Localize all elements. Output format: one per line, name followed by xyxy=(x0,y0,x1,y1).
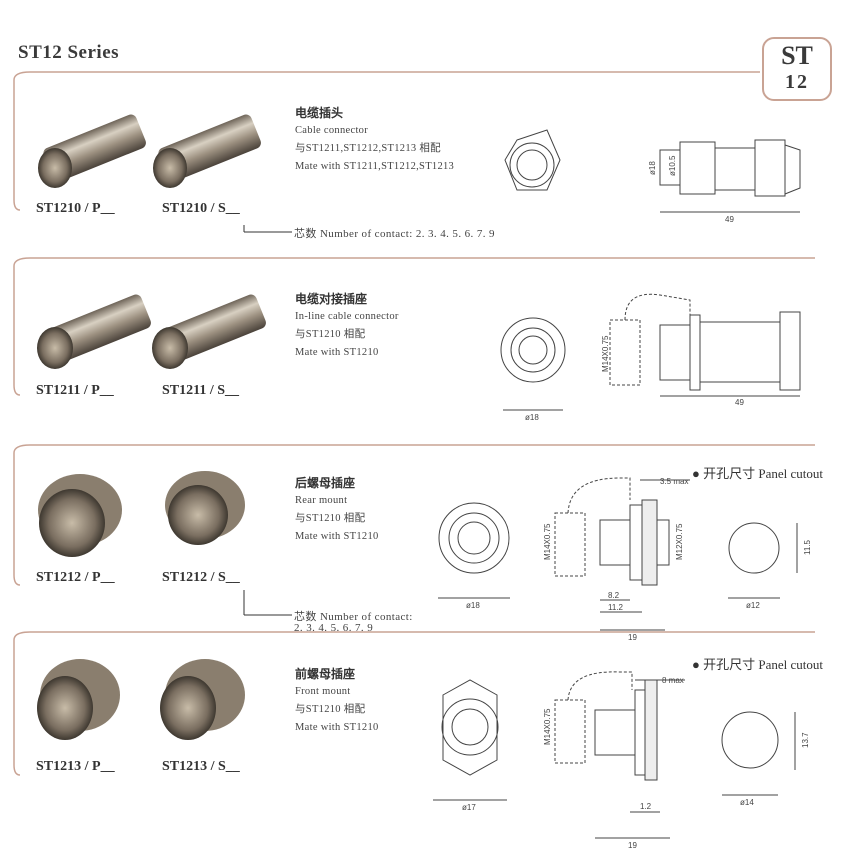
dim-s3-a: 8.2 xyxy=(608,591,620,600)
connector-photo-st1212-s xyxy=(165,471,245,545)
dim-s3-cut-d: ø12 xyxy=(746,601,760,610)
panel-cutout-label: ● 开孔尺寸 Panel cutout xyxy=(692,657,823,672)
contact-count-label: 芯数 Number of contact: xyxy=(294,611,413,623)
model-st1211-s: ST1211 / S__ xyxy=(162,383,240,398)
dim-s3-thread1: M14X0.75 xyxy=(543,523,552,560)
dim-s4-max: 8 max xyxy=(662,676,684,685)
section-st1211-desc: 电缆对接插座 In-line cable connector 与ST1210 相… xyxy=(295,290,399,362)
dim-s1-inner: ø10.5 xyxy=(668,155,677,176)
connector-photo-st1213-s xyxy=(160,659,245,740)
dim-s3-length: 19 xyxy=(628,633,637,642)
contact-count: 芯数 Number of contact: 2. 3. 4. 5. 6. 7. … xyxy=(294,228,495,240)
connector-photo-st1210-s xyxy=(153,114,261,188)
mate-en: Mate with ST1210 xyxy=(295,347,379,358)
dim-s1-length: 49 xyxy=(725,215,734,224)
product-name-en: Cable connector xyxy=(295,125,369,136)
dim-s2-length: 49 xyxy=(735,398,744,407)
mate-cn: 与ST1210 相配 xyxy=(295,704,366,715)
dim-s2-front: ø18 xyxy=(525,413,539,422)
dim-s4-cut-h: 13.7 xyxy=(801,732,810,748)
product-name-cn: 前螺母插座 xyxy=(295,667,356,681)
product-name-en: Front mount xyxy=(295,686,351,697)
product-name-cn: 电缆对接插座 xyxy=(295,292,368,306)
dim-s4-thread1: M14X0.75 xyxy=(543,708,552,745)
dim-s3-front: ø18 xyxy=(466,601,480,610)
product-name-cn: 后螺母插座 xyxy=(295,476,356,490)
mate-cn: 与ST1210 相配 xyxy=(295,329,366,340)
dim-s4-front: ø17 xyxy=(462,803,476,812)
series-badge: ST 12 xyxy=(762,37,832,101)
contact-count-values: 2. 3. 4. 5. 6. 7. 9 xyxy=(294,622,374,634)
dim-s1-outer: ø18 xyxy=(648,161,657,175)
panel-cutout-label: ● 开孔尺寸 Panel cutout xyxy=(692,466,823,481)
mate-cn: 与ST1210 相配 xyxy=(295,513,366,524)
dim-s4-length: 19 xyxy=(628,841,637,850)
dim-s3-thread2: M12X0.75 xyxy=(675,523,684,560)
connector-photo-st1213-p xyxy=(37,659,120,740)
product-name-en: Rear mount xyxy=(295,495,348,506)
mate-en: Mate with ST1210 xyxy=(295,722,379,733)
page-title: ST12 Series xyxy=(18,42,120,63)
model-st1210-p: ST1210 / P__ xyxy=(36,201,115,216)
badge-line1: ST xyxy=(781,41,813,70)
mate-cn: 与ST1211,ST1212,ST1213 相配 xyxy=(295,143,441,154)
dim-s4-cut-d: ø14 xyxy=(740,798,754,807)
dim-s2-thread: M14X0.75 xyxy=(601,335,610,372)
model-st1213-s: ST1213 / S__ xyxy=(162,759,240,774)
connector-photo-st1211-p xyxy=(37,294,151,369)
dim-s3-cut-h: 11.5 xyxy=(803,539,812,555)
product-name-en: In-line cable connector xyxy=(295,311,399,322)
section-st1212-desc: 后螺母插座 Rear mount 与ST1210 相配 Mate with ST… xyxy=(295,474,379,546)
model-st1213-p: ST1213 / P__ xyxy=(36,759,115,774)
product-name-cn: 电缆插头 xyxy=(295,106,344,120)
connector-photo-st1212-p xyxy=(38,474,122,557)
badge-line2: 12 xyxy=(785,71,809,93)
model-st1212-p: ST1212 / P__ xyxy=(36,570,115,585)
model-st1211-p: ST1211 / P__ xyxy=(36,383,114,398)
dim-s4-a: 1.2 xyxy=(640,802,652,811)
connector-photo-st1210-p xyxy=(38,114,146,188)
drawings xyxy=(433,129,801,839)
dim-s3-max: 3.5 max xyxy=(660,477,688,486)
dim-s3-b: 11.2 xyxy=(608,603,624,612)
section-st1210-desc: 电缆插头 Cable connector 与ST1211,ST1212,ST12… xyxy=(295,104,454,176)
model-st1212-s: ST1212 / S__ xyxy=(162,570,240,585)
mate-en: Mate with ST1211,ST1212,ST1213 xyxy=(295,161,455,172)
model-st1210-s: ST1210 / S__ xyxy=(162,201,240,216)
mate-en: Mate with ST1210 xyxy=(295,531,379,542)
section-st1213-desc: 前螺母插座 Front mount 与ST1210 相配 Mate with S… xyxy=(295,665,379,737)
connector-photo-st1211-s xyxy=(152,294,266,369)
